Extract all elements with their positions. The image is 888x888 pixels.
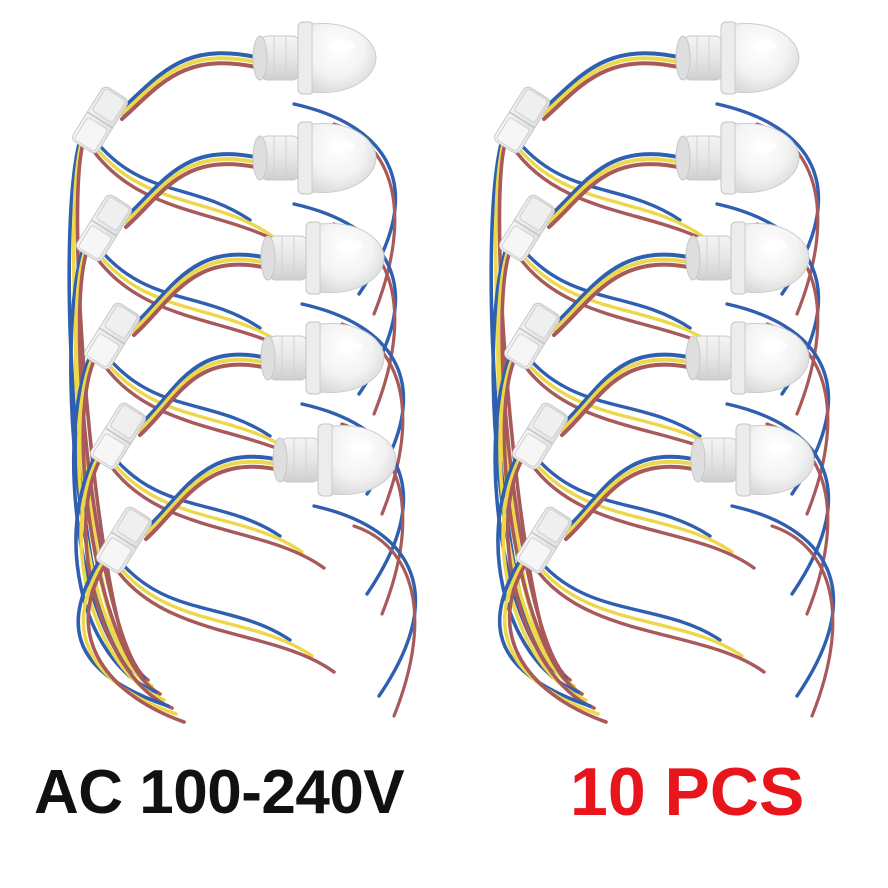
wire-tail	[502, 354, 584, 696]
wire-segment	[547, 162, 689, 229]
wire-connector	[504, 302, 560, 370]
pir-sensor	[685, 221, 810, 295]
pir-sensor	[252, 21, 377, 95]
quantity-label: 10 PCS	[570, 754, 805, 830]
wire-connector	[90, 402, 146, 470]
wire-segment	[144, 459, 286, 536]
pir-sensor	[685, 321, 810, 395]
wire-tail	[81, 552, 178, 716]
wire-connector	[512, 402, 568, 470]
sensor-group	[252, 21, 815, 497]
pir-sensor	[272, 423, 397, 497]
pir-sensor	[252, 121, 377, 195]
wire-loop	[300, 402, 406, 596]
wire-segment	[552, 262, 699, 337]
wire-tail	[112, 564, 336, 674]
wire-segment	[564, 464, 704, 541]
wire-segment	[564, 454, 704, 531]
wire-segment	[132, 262, 274, 337]
wire-connector	[96, 506, 152, 574]
wire-tail	[515, 240, 692, 330]
wire-tail	[498, 546, 592, 708]
wire-bundle	[67, 51, 836, 724]
wire-tail	[81, 354, 162, 696]
wire-tail	[106, 460, 326, 570]
wire-segment	[560, 357, 699, 432]
wire-segment	[552, 257, 699, 332]
wire-connector	[499, 194, 555, 262]
pir-sensor	[260, 221, 385, 295]
wire-tail	[532, 564, 766, 674]
wire-connector	[494, 86, 550, 154]
wire-segment	[138, 362, 274, 437]
wire-tail	[515, 246, 714, 346]
wire-connector	[72, 86, 128, 154]
wire-tail	[528, 460, 756, 570]
wire-segment	[120, 51, 266, 111]
wire-segment	[560, 362, 699, 437]
wire-tail	[76, 546, 170, 708]
wire-segment	[144, 454, 286, 531]
wire-tail	[528, 454, 734, 554]
wire-connector	[516, 506, 572, 574]
wire-loop	[730, 504, 836, 698]
wire-tail	[100, 354, 294, 454]
wire-tail	[100, 348, 272, 438]
wire-connector	[84, 302, 140, 370]
wire-tail	[106, 454, 304, 554]
pir-sensor	[260, 321, 385, 395]
wire-segment	[552, 252, 699, 327]
wire-segment	[132, 252, 274, 327]
wire-tail	[505, 454, 596, 710]
pir-sensor	[675, 121, 800, 195]
wire-tail	[92, 246, 284, 346]
wire-tail	[83, 454, 174, 710]
wire-connector	[76, 194, 132, 262]
wire-segment	[120, 61, 266, 121]
wire-segment	[124, 162, 266, 229]
wire-segment	[542, 51, 689, 111]
wire-segment	[547, 157, 689, 224]
wire-tail	[106, 448, 282, 538]
wire-segment	[138, 357, 274, 432]
wire-tail	[88, 138, 274, 238]
wire-tail	[86, 558, 186, 724]
wire-segment	[144, 464, 286, 541]
wire-tail	[532, 558, 744, 658]
connector-group	[72, 86, 572, 574]
pir-sensor	[690, 423, 815, 497]
wire-segment	[124, 152, 266, 219]
wire-tail	[112, 552, 292, 642]
wire-segment	[560, 352, 699, 427]
wire-segment	[542, 56, 689, 116]
wire-loop	[770, 524, 835, 718]
wire-segment	[138, 352, 274, 427]
wire-tail	[532, 552, 722, 642]
wire-segment	[120, 56, 266, 116]
wire-segment	[542, 61, 689, 121]
wire-tail	[520, 348, 702, 438]
wire-segment	[564, 459, 704, 536]
wire-tail	[507, 558, 608, 724]
wire-loop	[352, 524, 417, 718]
wire-tail	[112, 558, 314, 658]
wire-loop	[312, 504, 418, 698]
wire-tail	[528, 448, 712, 538]
voltage-label: AC 100-240V	[34, 758, 405, 827]
wire-segment	[124, 157, 266, 224]
wire-segment	[132, 257, 274, 332]
wire-tail	[502, 552, 600, 716]
wire-tail	[510, 138, 704, 238]
wire-segment	[547, 152, 689, 219]
wire-loop	[725, 402, 831, 596]
pir-sensor	[675, 21, 800, 95]
